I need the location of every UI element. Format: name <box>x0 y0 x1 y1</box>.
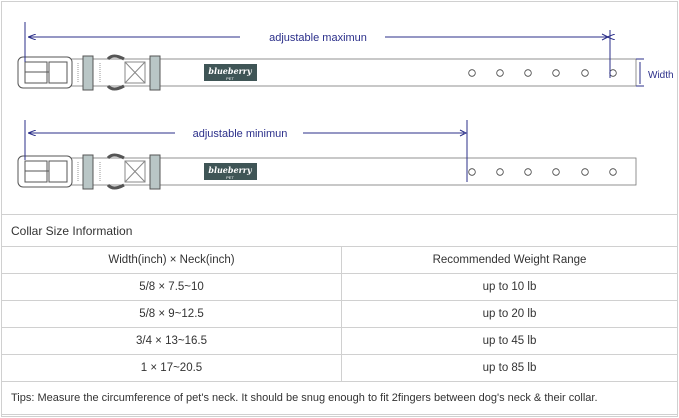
weight-cell: up to 85 lb <box>341 354 678 382</box>
size-cell: 5/8 × 9~12.5 <box>1 300 342 328</box>
table-header: Width(inch) × Neck(inch) Recommended Wei… <box>1 246 678 274</box>
weight-cell: up to 20 lb <box>341 300 678 328</box>
weight-cell: up to 45 lb <box>341 327 678 355</box>
size-cell: 5/8 × 7.5~10 <box>1 273 342 301</box>
width-label: Width <box>648 70 674 81</box>
size-table: Collar Size Information Width(inch) × Ne… <box>1 214 678 415</box>
size-cell: 1 × 17~20.5 <box>1 354 342 382</box>
collar-max <box>16 54 638 92</box>
collar-diagram: blueberry PET adjustable maximun <box>16 22 674 191</box>
header-weight: Recommended Weight Range <box>341 246 678 274</box>
size-cell: 3/4 × 13~16.5 <box>1 327 342 355</box>
tips-text: Tips: Measure the circumference of pet's… <box>1 381 678 415</box>
max-label: adjustable maximun <box>269 32 367 44</box>
min-label: adjustable minimun <box>193 128 288 140</box>
header-size: Width(inch) × Neck(inch) <box>1 246 342 274</box>
collar-min <box>16 153 638 191</box>
table-title: Collar Size Information <box>1 214 678 247</box>
weight-cell: up to 10 lb <box>341 273 678 301</box>
